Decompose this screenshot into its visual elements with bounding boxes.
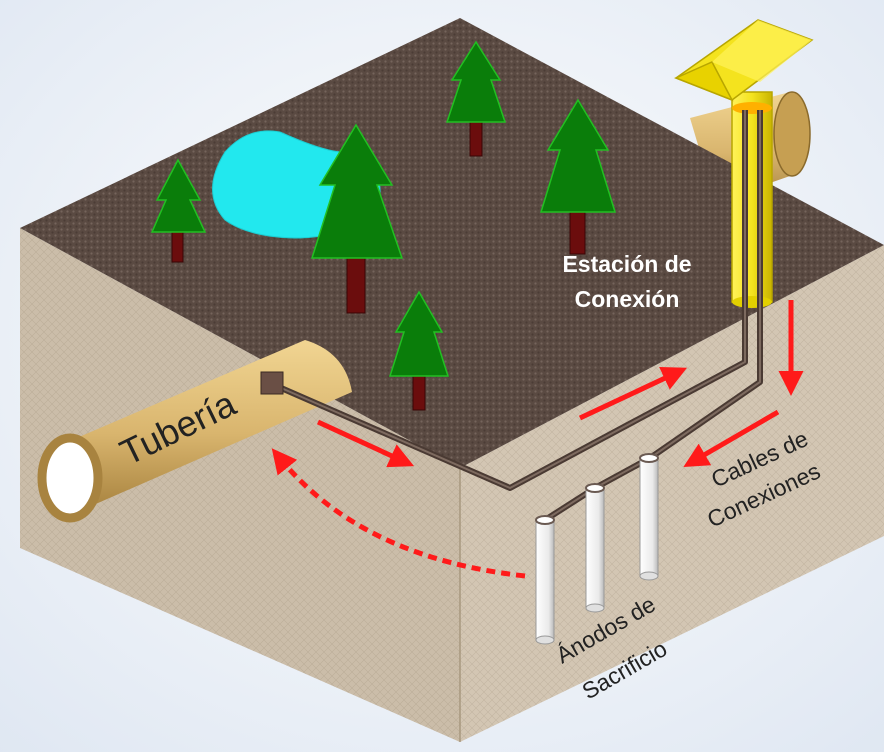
tree-5 (388, 290, 450, 411)
tree-3 (445, 40, 507, 157)
sacrificial-anodes (535, 453, 659, 645)
tree-4 (539, 98, 617, 255)
tree-2 (310, 123, 404, 314)
connection-station (674, 19, 814, 308)
station-label-line2: Conexión (575, 286, 680, 312)
pipe-end (37, 433, 103, 523)
current-arrows (271, 300, 804, 579)
arrow-cable-up (578, 367, 688, 421)
tree-1 (150, 158, 207, 263)
station-label-line1: Estación de (562, 251, 691, 277)
anode-3 (639, 453, 659, 581)
anode-2 (585, 483, 605, 613)
ground-surface (20, 18, 884, 468)
anode-1 (535, 515, 555, 645)
soil-left-face (20, 228, 460, 742)
pipe-terminal (260, 371, 284, 395)
soil-right-face (460, 245, 884, 742)
arrow-to-anodes (683, 409, 780, 468)
arrow-pipe-to-cable (316, 419, 415, 468)
arrow-soil-return (271, 448, 526, 579)
